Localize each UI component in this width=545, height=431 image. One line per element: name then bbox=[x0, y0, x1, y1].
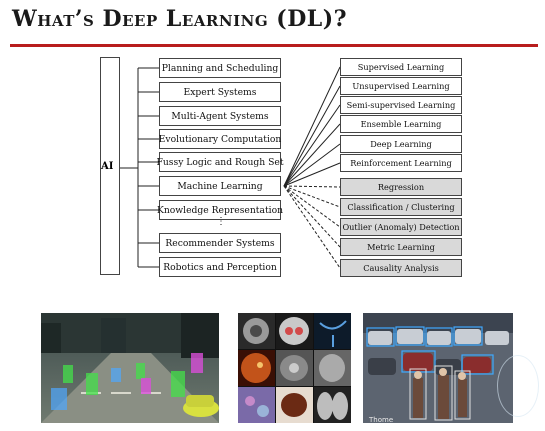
vehicle-people-detection-image bbox=[363, 313, 513, 423]
ai-label: AI bbox=[101, 161, 114, 172]
task-outlier-detection: Outlier (Anomaly) Detection bbox=[340, 218, 462, 236]
ml-unsupervised-learning: Unsupervised Learning bbox=[340, 77, 462, 95]
ml-ensemble-learning: Ensemble Learning bbox=[340, 115, 462, 133]
ellipsis-more-fields: ⋮ bbox=[216, 216, 226, 227]
task-classification-clustering: Classification / Clustering bbox=[340, 198, 462, 216]
title-underline bbox=[10, 44, 538, 47]
ml-semi-supervised-learning: Semi-supervised Learning bbox=[340, 96, 462, 114]
watermark-logo bbox=[497, 355, 539, 417]
field-machine-learning: Machine Learning bbox=[159, 176, 281, 196]
ml-deep-learning: Deep Learning bbox=[340, 135, 462, 153]
ml-supervised-learning: Supervised Learning bbox=[340, 58, 462, 76]
task-metric-learning: Metric Learning bbox=[340, 238, 462, 256]
slide-title: What’s Deep Learning (DL)? bbox=[12, 6, 348, 32]
ml-reinforcement-learning: Reinforcement Learning bbox=[340, 154, 462, 172]
task-causality-analysis: Causality Analysis bbox=[340, 259, 462, 277]
street-detection-image bbox=[41, 313, 219, 423]
field-recommender-systems: Recommender Systems bbox=[159, 233, 281, 253]
field-knowledge-representation: Knowledge Representation bbox=[157, 200, 283, 220]
field-multi-agent-systems: Multi-Agent Systems bbox=[159, 106, 281, 126]
medical-imaging-grid bbox=[238, 313, 351, 423]
field-robotics-and-perception: Robotics and Perception bbox=[159, 257, 281, 277]
field-evolutionary-computation: Evolutionary Computation bbox=[159, 129, 281, 149]
field-planning-and-scheduling: Planning and Scheduling bbox=[159, 58, 281, 78]
field-expert-systems: Expert Systems bbox=[159, 82, 281, 102]
field-fuzzy-logic: Fussy Logic and Rough Set bbox=[156, 152, 284, 172]
ai-root-box bbox=[100, 57, 120, 275]
task-regression: Regression bbox=[340, 178, 462, 196]
photo-credit: Thome bbox=[369, 416, 394, 424]
